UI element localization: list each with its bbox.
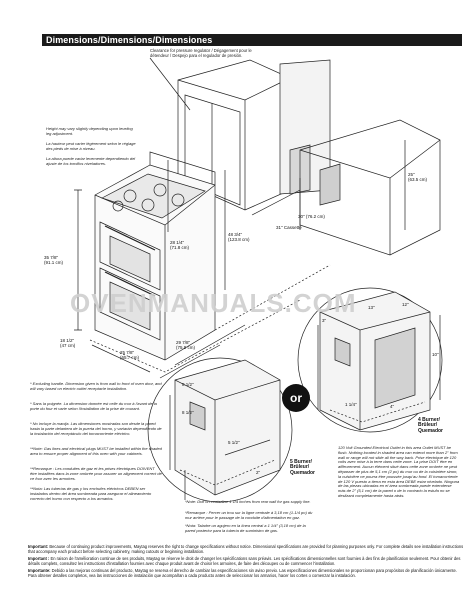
burner4-label: 4 Burner/Brûleur/Quemador bbox=[418, 417, 444, 434]
dim-25-7-8: 25 7/8"(65.7 cm) bbox=[120, 350, 140, 360]
important-footer: Important: Because of continuing product… bbox=[28, 544, 466, 580]
drill-note-fr: *Remarque : Percer un trou sur la ligne … bbox=[185, 510, 313, 520]
footer-fr: Important : En raison de l'amélioration … bbox=[28, 556, 461, 566]
drill-note-en: *Note: Drill on centerline 1 1/4 inches … bbox=[185, 499, 311, 504]
height-note-es: La altura puede variar levemente dependi… bbox=[46, 156, 136, 166]
range-dimension-drawing bbox=[74, 57, 443, 503]
watermark: OVENMANUALS.COM bbox=[70, 288, 357, 318]
outlet-note: 120 Volt Grounded Electrical Outlet in t… bbox=[338, 445, 460, 498]
dim-10: 10" bbox=[432, 352, 439, 357]
gas-note-fr: **Remarque : Les conduites de gaz et les… bbox=[30, 466, 162, 481]
footer-en: Important: Because of continuing product… bbox=[28, 544, 464, 554]
drill-note-es: *Nota: Taladre un agujero en la línea ce… bbox=[185, 523, 306, 533]
gas-note-en: **Note: Gas lines and electrical plugs M… bbox=[30, 446, 162, 456]
dim-8-1-2-b: 8 1/2" bbox=[182, 410, 194, 415]
dim-35-7-8: 35 7/8"(91.1 cm) bbox=[44, 255, 64, 265]
dim-18-1-2: 18 1/2"(47 cm) bbox=[60, 338, 76, 348]
section-title: Dimensions/Dimensions/Dimensiones bbox=[42, 34, 462, 46]
dim-28-1-4: 28 1/4"(71.8 cm) bbox=[170, 240, 190, 250]
dim-13: 13" bbox=[368, 305, 375, 310]
dim-48-3-4: 48 3/4"(123.8 cm) bbox=[228, 232, 250, 242]
dim-2: 2" bbox=[256, 470, 261, 475]
excluding-note-en: * Excluding handle. Dimension given is f… bbox=[30, 381, 162, 391]
excluding-note-es: * No incluye la manija. Las dimensiones … bbox=[30, 421, 162, 436]
dim-12: 12" bbox=[402, 302, 409, 307]
dim-31-cassette: 31" Cassette bbox=[276, 225, 302, 230]
height-note-fr: La hauteur peut varier légèrement selon … bbox=[46, 141, 136, 151]
dim-8-1-2-a: 8 1/2" bbox=[182, 382, 194, 387]
excluding-note-fr: * Sans la poignée. La dimension donnée e… bbox=[30, 401, 157, 411]
dim-3: 3" bbox=[322, 318, 327, 323]
dim-29-7-8: 29 7/8"(75.9 cm) bbox=[176, 340, 196, 350]
dim-4: 4" bbox=[390, 404, 395, 409]
clearance-note: Clearance for pressure regulator / Dégag… bbox=[150, 48, 252, 58]
height-note-en: Height may vary slightly depending upon … bbox=[46, 126, 133, 136]
gas-note-es: **Nota: Las tuberías de gas y los enchuf… bbox=[30, 486, 152, 501]
dim-5-1-2: 5 1/2" bbox=[228, 440, 240, 445]
or-badge: or bbox=[282, 384, 310, 412]
footer-es: Importante: Debido a las mejoras continu… bbox=[28, 568, 457, 578]
dim-30: 30" (76.2 cm) bbox=[298, 214, 325, 219]
burner5-label: 5 Burner/Brûleur/Quemador bbox=[290, 459, 316, 476]
dim-25: 25"(63.5 cm) bbox=[408, 172, 428, 182]
dim-1-1-4: 1 1/4" bbox=[345, 402, 357, 407]
